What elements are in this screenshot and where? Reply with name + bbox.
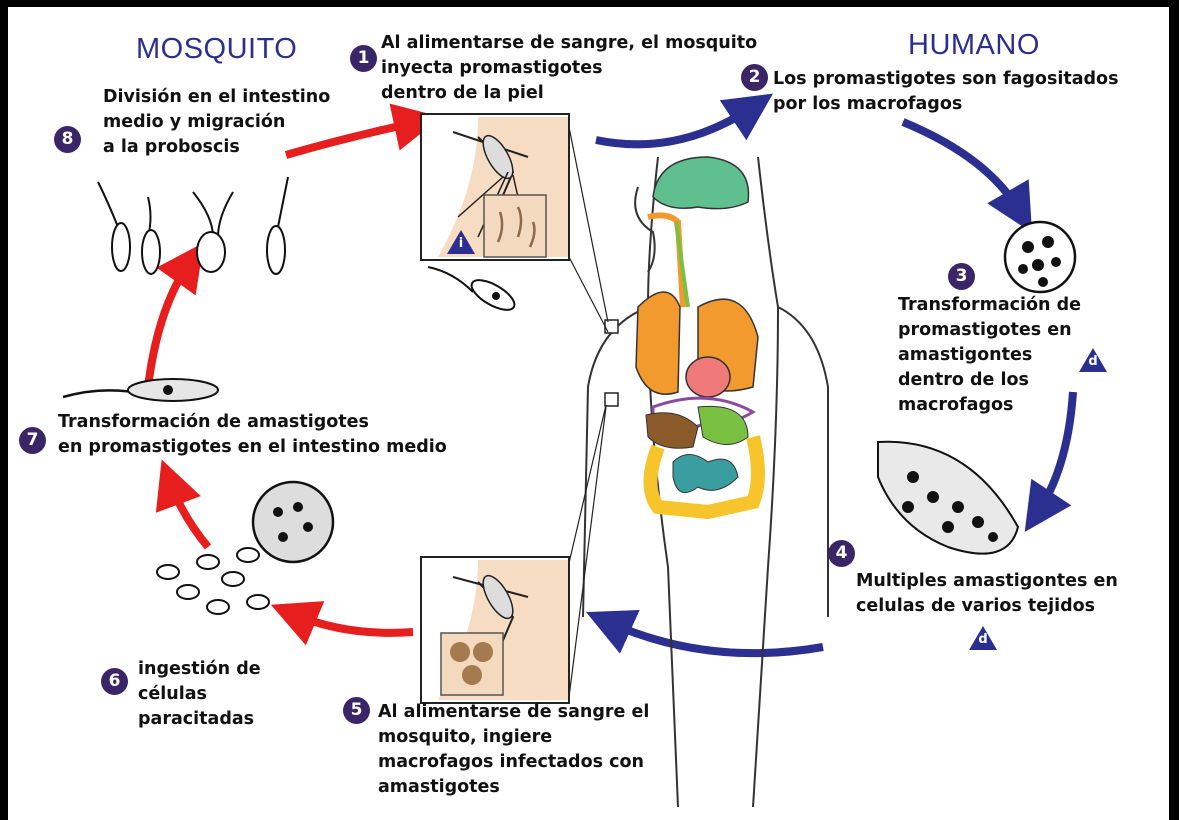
human-stage-header: HUMANO [908, 29, 1040, 62]
arrow-4-to-5 [608, 622, 823, 653]
step-2-label: Los promastigotes son fagositados por lo… [773, 67, 1119, 117]
arrow-6-to-7 [170, 482, 208, 547]
heart-icon [686, 357, 730, 397]
mosquito-stage-header: MOSQUITO [136, 33, 297, 66]
mosquito-feeding-top-icon [421, 114, 569, 260]
transforming-promastigote-icon [63, 379, 218, 401]
step-1-label: Al alimentarse de sangre, el mosquito in… [381, 31, 757, 106]
brain-icon [653, 157, 749, 209]
arrow-1-to-2 [596, 107, 753, 144]
arrow-5-to-6 [293, 614, 413, 633]
step-3-label: Transformación de promastigotes en amast… [898, 293, 1081, 418]
step-7-label: Transformación de amastigotes en promast… [58, 410, 447, 460]
step-5-badge: 5 [343, 697, 370, 724]
dividing-promastigotes-icon [98, 177, 288, 274]
step-8-badge: 8 [54, 126, 81, 153]
step-6-badge: 6 [101, 668, 128, 695]
step-7-badge: 7 [19, 427, 46, 454]
infective-stage-marker: i [446, 229, 476, 255]
promastigote-free-icon [428, 267, 519, 316]
step-4-label: Multiples amastigontes en celulas de var… [856, 569, 1118, 619]
small-intestine-icon [673, 455, 738, 493]
step-5-label: Al alimentarse de sangre el mosquito, in… [378, 700, 649, 800]
diagnostic-stage-marker-1: d [1078, 347, 1108, 373]
step-6-label: ingestión de células paracitadas [138, 657, 261, 732]
arrow-2-to-3 [903, 122, 1020, 212]
step-1-badge: 1 [350, 45, 377, 72]
step-8-label: División en el intestino medio y migraci… [103, 85, 330, 160]
infected-tissue-cell-icon [878, 442, 1018, 554]
macrophage-icon [1005, 222, 1075, 292]
stomach-icon [698, 406, 748, 444]
step-3-badge: 3 [948, 263, 975, 290]
life-cycle-diagram: MOSQUITO HUMANO 1 2 3 4 5 6 7 8 Al alime… [8, 7, 1169, 820]
step-4-badge: 4 [828, 540, 855, 567]
mosquito-feeding-bottom-icon [421, 557, 569, 703]
ingested-cells-icon [157, 482, 333, 614]
diagnostic-stage-marker-2: d [968, 625, 998, 651]
arrow-7-to-8 [148, 262, 190, 387]
